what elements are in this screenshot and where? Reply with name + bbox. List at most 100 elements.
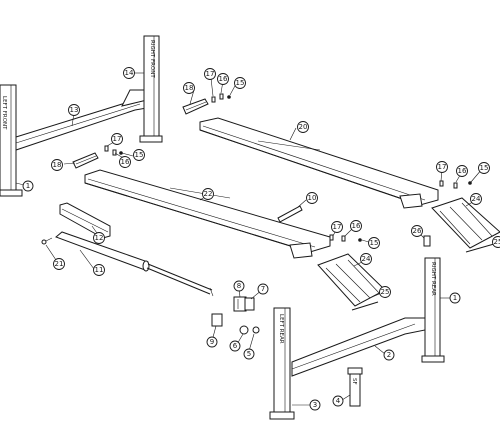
callout-16c-text: 16 — [458, 167, 467, 175]
cylinder-pin-21 — [41, 237, 53, 245]
callout-16d-text: 16 — [352, 222, 361, 230]
left-front-post: LEFT FRONT — [0, 84, 23, 197]
callout-16b-text: 16 — [121, 158, 130, 166]
callout-18a: 18 — [183, 82, 195, 94]
callout-8-text: 8 — [237, 282, 241, 290]
callout-17c: 17 — [436, 161, 448, 173]
callout-8: 8 — [233, 280, 245, 292]
callout-15d-text: 15 — [370, 239, 379, 247]
callout-15a: 15 — [234, 77, 246, 89]
front-cross-beam — [15, 89, 148, 151]
callout-22: 22 — [202, 188, 214, 200]
hydraulic-cylinder-11 — [55, 231, 214, 297]
callout-15a-text: 15 — [236, 79, 245, 87]
callout-16a: 16 — [217, 73, 229, 85]
callout-26-text: 26 — [413, 227, 422, 235]
callout-4-text: 4 — [336, 397, 341, 405]
callout-25b: 25 — [379, 286, 391, 298]
slider-block-18a — [182, 98, 209, 115]
right-rear-label: RIGHT REAR — [430, 262, 436, 296]
callout-15b: 15 — [133, 149, 145, 161]
hardware-cluster-b — [104, 145, 123, 156]
callout-1b: 1 — [449, 292, 461, 304]
rear-cross-beam — [291, 317, 426, 377]
callout-11-text: 11 — [95, 266, 104, 274]
callout-12: 12 — [93, 232, 105, 244]
callout-25b-text: 25 — [381, 288, 390, 296]
callout-21: 21 — [53, 258, 65, 270]
sheave-bar-12 — [59, 202, 111, 239]
callout-20: 20 — [297, 121, 309, 133]
callout-17b-text: 17 — [113, 135, 122, 143]
right-rear-post: RIGHT REAR — [421, 257, 445, 363]
callout-6: 6 — [229, 340, 241, 352]
callout-13-text: 13 — [70, 106, 79, 114]
runway-22 — [84, 169, 331, 259]
callout-17d-text: 17 — [333, 223, 342, 231]
runway-20 — [199, 117, 439, 209]
callout-13: 13 — [68, 104, 80, 116]
callout-1b-text: 1 — [453, 294, 457, 302]
callout-25a: 25 — [492, 236, 500, 248]
callout-15c-text: 15 — [480, 164, 489, 172]
callout-15d: 15 — [368, 237, 380, 249]
callout-16c: 16 — [456, 165, 468, 177]
callout-6-text: 6 — [233, 342, 238, 350]
callout-17b: 17 — [111, 133, 123, 145]
callout-24b: 24 — [360, 253, 372, 265]
callout-16d: 16 — [350, 220, 362, 232]
callout-3: 3 — [309, 399, 321, 411]
safety-lock-label: SF — [351, 378, 357, 385]
callout-18a-text: 18 — [185, 84, 194, 92]
callout-17c-text: 17 — [438, 163, 447, 171]
callout-2: 2 — [383, 349, 395, 361]
callout-22-text: 22 — [204, 190, 213, 198]
callout-17d: 17 — [331, 221, 343, 233]
callout-1a: 1 — [22, 180, 34, 192]
left-rear-label: LEFT REAR — [278, 314, 284, 344]
right-front-post: RIGHT FRONT — [139, 35, 163, 143]
callout-21-text: 21 — [55, 260, 64, 268]
callout-17a: 17 — [204, 68, 216, 80]
callout-9-text: 9 — [210, 338, 214, 346]
callout-10: 10 — [306, 192, 318, 204]
callout-4: 4 — [332, 395, 344, 407]
callout-18b-text: 18 — [53, 161, 62, 169]
part-26-spacer — [423, 235, 431, 247]
safety-lock-4: SF — [347, 367, 363, 407]
callout-3-text: 3 — [313, 401, 317, 409]
callout-5: 5 — [243, 348, 255, 360]
callout-24b-text: 24 — [362, 255, 371, 263]
callout-16a-text: 16 — [219, 75, 228, 83]
callout-11: 11 — [93, 264, 105, 276]
callout-5-text: 5 — [247, 350, 251, 358]
callout-18b: 18 — [51, 159, 63, 171]
callout-15b-text: 15 — [135, 151, 144, 159]
callout-10-text: 10 — [308, 194, 317, 202]
callout-9: 9 — [206, 336, 218, 348]
slider-block-18b — [72, 152, 99, 169]
callout-24a: 24 — [470, 193, 482, 205]
right-front-label: RIGHT FRONT — [149, 40, 155, 78]
callout-16b: 16 — [119, 156, 131, 168]
callout-1a-text: 1 — [26, 182, 30, 190]
hardware-cluster-c — [439, 180, 472, 189]
hardware-cluster-d — [329, 234, 362, 242]
callout-12-text: 12 — [95, 234, 104, 242]
callout-15c: 15 — [478, 162, 490, 174]
lock-hardware — [211, 296, 260, 335]
callout-14-text: 14 — [125, 69, 134, 77]
callout-7-text: 7 — [261, 285, 265, 293]
callout-25a-text: 25 — [494, 238, 500, 246]
callout-7: 7 — [257, 283, 269, 295]
left-front-label: LEFT FRONT — [1, 96, 7, 130]
callout-2-text: 2 — [387, 351, 391, 359]
approach-ramp-24b — [317, 253, 386, 311]
approach-ramp-24a — [431, 197, 500, 253]
hardware-cluster-a — [211, 93, 231, 103]
callout-24a-text: 24 — [472, 195, 481, 203]
callout-14: 14 — [123, 67, 135, 79]
callout-20-text: 20 — [299, 123, 308, 131]
callout-26: 26 — [411, 225, 423, 237]
